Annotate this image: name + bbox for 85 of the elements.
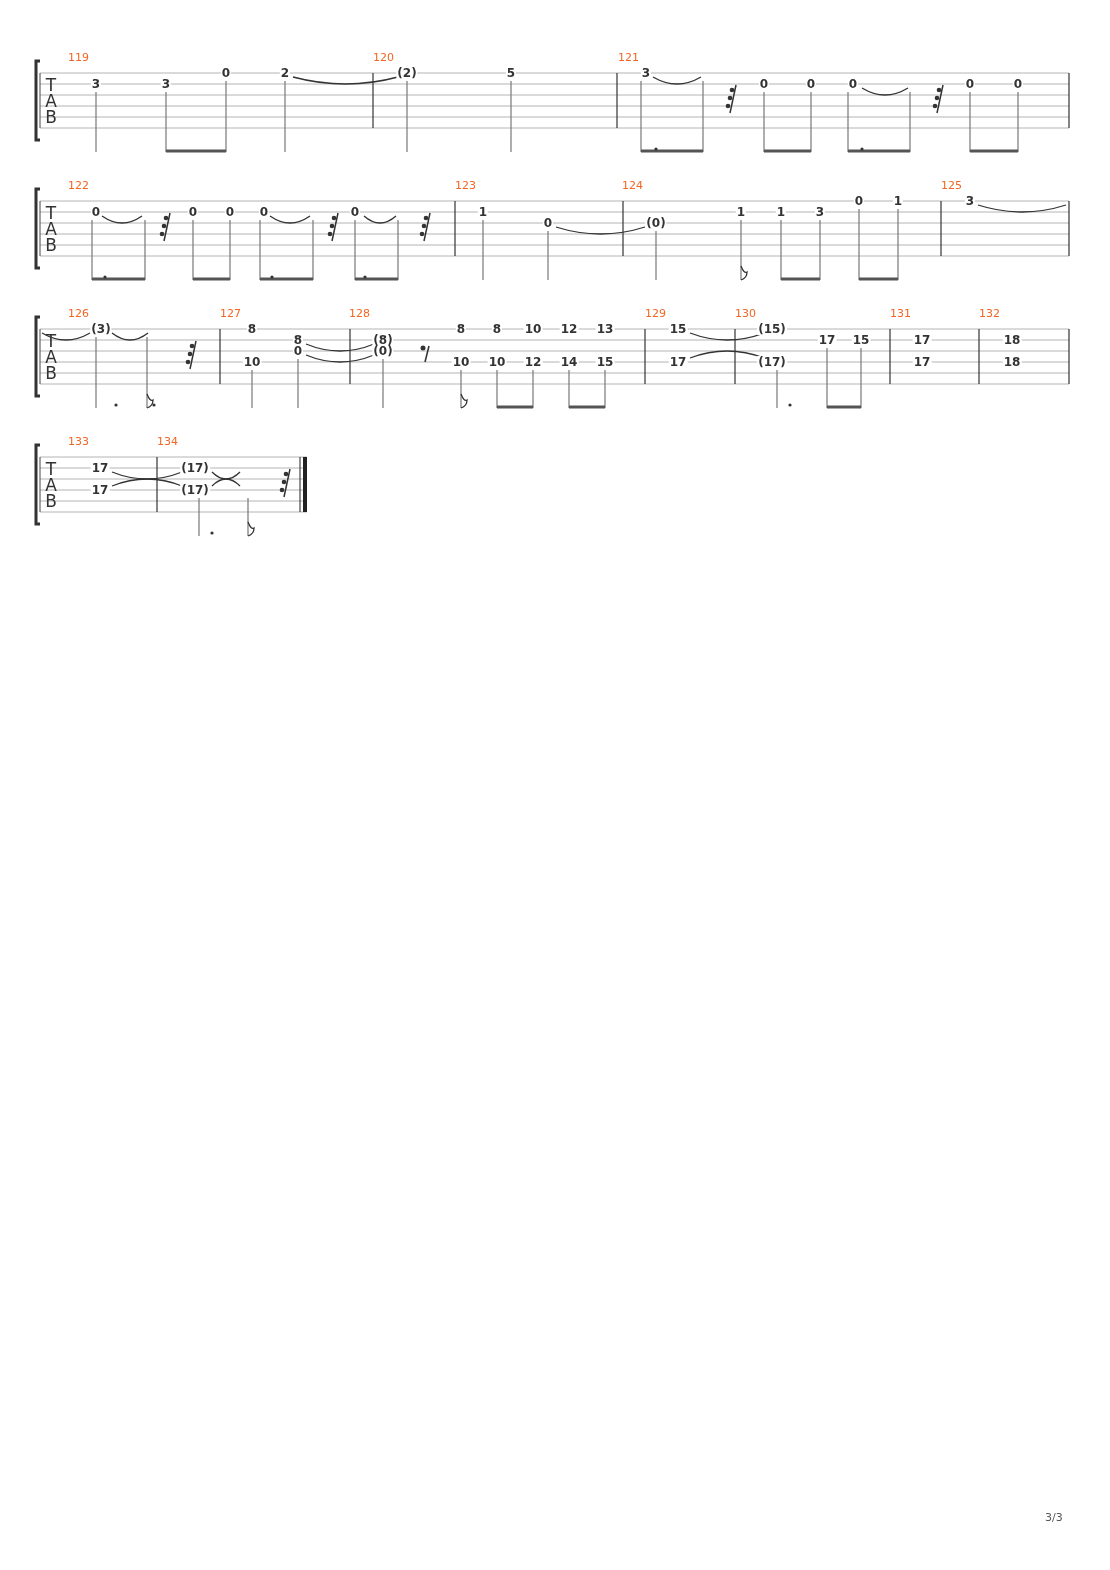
measure-number: 130 (735, 308, 756, 319)
tab-clef-letter: B (44, 109, 58, 126)
tab-clef-letter: A (44, 221, 58, 238)
fret-number: 0 (853, 195, 865, 207)
fret-number: 0 (349, 206, 361, 218)
measure-number: 125 (941, 180, 962, 191)
fret-number: 0 (90, 206, 102, 218)
tab-clef-letter: A (44, 477, 58, 494)
fret-number: 18 (1002, 356, 1022, 368)
measure-number: 121 (618, 52, 639, 63)
fret-number: 0 (805, 78, 817, 90)
fret-number: (17) (180, 462, 210, 474)
page-number: 3/3 (1045, 1512, 1063, 1523)
tab-clef-letter: T (44, 461, 58, 478)
fret-number: 0 (964, 78, 976, 90)
fret-number: (0) (372, 345, 394, 357)
fret-number: 17 (90, 462, 110, 474)
fret-number: 17 (817, 334, 837, 346)
tab-clef-letter: B (44, 237, 58, 254)
measure-number: 119 (68, 52, 89, 63)
fret-number: 0 (847, 78, 859, 90)
fret-number: (8) (372, 334, 394, 346)
measure-number: 122 (68, 180, 89, 191)
fret-number: 18 (1002, 334, 1022, 346)
fret-number: 3 (90, 78, 102, 90)
fret-number: 17 (912, 334, 932, 346)
fret-number: 5 (505, 67, 517, 79)
measure-number: 126 (68, 308, 89, 319)
measure-number: 133 (68, 436, 89, 447)
fret-number: 0 (292, 345, 304, 357)
fret-number: 12 (559, 323, 579, 335)
fret-number: 0 (1012, 78, 1024, 90)
fret-number: 15 (668, 323, 688, 335)
measure-number: 124 (622, 180, 643, 191)
fret-number: (2) (396, 67, 418, 79)
fret-number: 3 (160, 78, 172, 90)
fret-number: 1 (775, 206, 787, 218)
fret-number: 0 (258, 206, 270, 218)
measure-number: 131 (890, 308, 911, 319)
tab-clef-letter: A (44, 93, 58, 110)
fret-number: 17 (90, 484, 110, 496)
fret-number: 0 (758, 78, 770, 90)
fret-number: (15) (757, 323, 787, 335)
measure-number: 132 (979, 308, 1000, 319)
fret-number: 0 (542, 217, 554, 229)
fret-number: 1 (892, 195, 904, 207)
fret-number: 10 (487, 356, 507, 368)
fret-number: 12 (523, 356, 543, 368)
fret-number: 13 (595, 323, 615, 335)
fret-number: 15 (851, 334, 871, 346)
fret-number: 1 (477, 206, 489, 218)
fret-number: 10 (523, 323, 543, 335)
fret-number: 8 (246, 323, 258, 335)
measure-number: 123 (455, 180, 476, 191)
fret-number: 3 (964, 195, 976, 207)
fret-number: 2 (279, 67, 291, 79)
tab-clef-letter: T (44, 205, 58, 222)
fret-number: 0 (220, 67, 232, 79)
tab-clef-letter: T (44, 333, 58, 350)
measure-number: 134 (157, 436, 178, 447)
fret-number: 8 (491, 323, 503, 335)
measure-number: 120 (373, 52, 394, 63)
fret-number: 10 (242, 356, 262, 368)
measure-number: 128 (349, 308, 370, 319)
tab-clef-letter: B (44, 365, 58, 382)
fret-number: 10 (451, 356, 471, 368)
fret-number: 3 (640, 67, 652, 79)
fret-number: 0 (224, 206, 236, 218)
fret-number: 1 (735, 206, 747, 218)
fret-number: 17 (912, 356, 932, 368)
tab-clef-letter: T (44, 77, 58, 94)
tab-clef-letter: A (44, 349, 58, 366)
tab-clef-letter: B (44, 493, 58, 510)
fret-number: (3) (90, 323, 112, 335)
fret-number: 14 (559, 356, 579, 368)
measure-number: 127 (220, 308, 241, 319)
fret-number: 8 (455, 323, 467, 335)
fret-number: 0 (187, 206, 199, 218)
fret-number: (0) (645, 217, 667, 229)
fret-number: 15 (595, 356, 615, 368)
fret-number: (17) (180, 484, 210, 496)
fret-number: 3 (814, 206, 826, 218)
measure-number: 129 (645, 308, 666, 319)
fret-number: (17) (757, 356, 787, 368)
fret-number: 17 (668, 356, 688, 368)
